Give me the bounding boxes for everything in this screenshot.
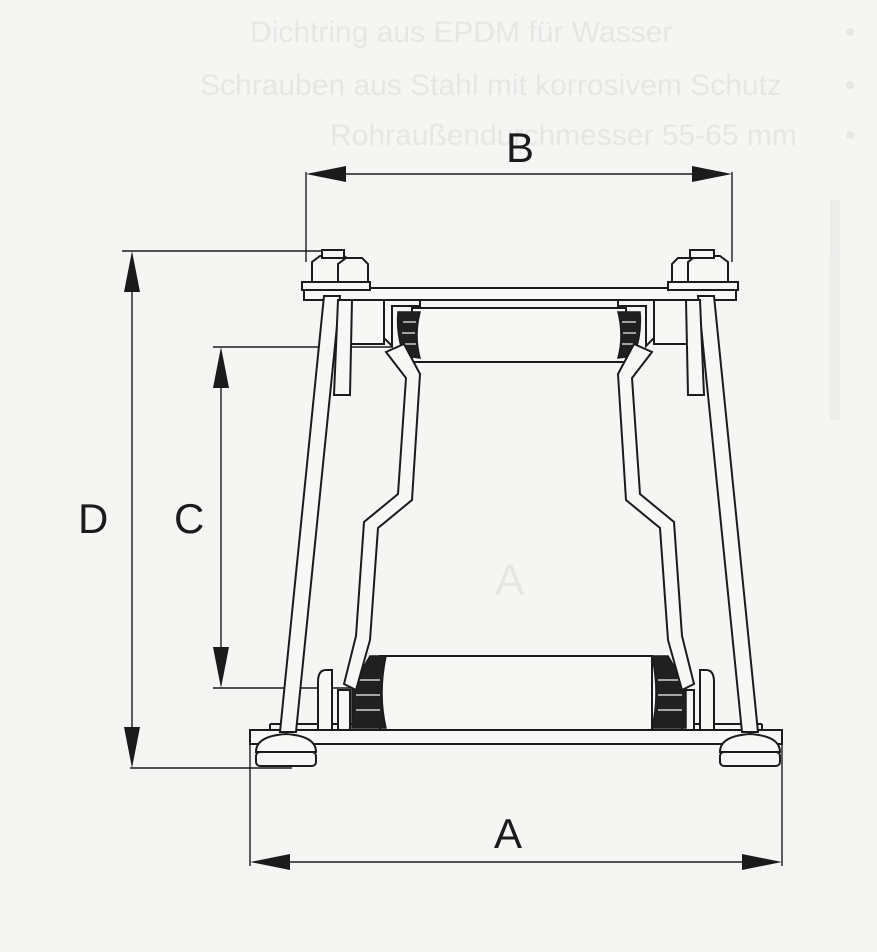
bolt-left-shaft [278, 295, 342, 733]
dim-b-label: B [506, 124, 534, 171]
bolt-head-bottom-left [254, 732, 318, 767]
dim-c-arrow-bottom [213, 647, 229, 688]
bottom-flange [249, 669, 783, 745]
dim-a-arrow-left [250, 854, 290, 870]
ghost-bullet-2: • [845, 69, 856, 102]
dimension-a: A [249, 740, 783, 870]
dim-d-label: D [78, 495, 108, 542]
bottom-flange-plate [249, 729, 783, 745]
bolt-left-guide [332, 299, 354, 396]
top-flange-collar-right [617, 299, 655, 349]
dim-d-arrow-top [124, 251, 140, 292]
dim-a-arrow-right [742, 854, 782, 870]
dim-d-arrow-bottom [124, 727, 140, 768]
bolt-right-guide [684, 299, 706, 396]
ghost-line-3: Rohraußendurchmesser 55-65 mm [330, 119, 797, 152]
dimension-b: B [305, 124, 733, 262]
dimension-d: D [78, 250, 338, 769]
body-wall-left [342, 342, 422, 692]
ghost-line-2: Schrauben aus Stahl mit korrosivem Schut… [200, 69, 782, 102]
bolt-head-bottom-right [718, 732, 782, 767]
body-wall-right [616, 342, 696, 692]
bottom-pipe [379, 655, 653, 731]
dim-b-arrow-right [692, 166, 732, 182]
tie-bolts [254, 249, 782, 767]
bolt-right-shaft [696, 295, 760, 733]
ghost-bullet-1: • [845, 16, 856, 49]
show-through-text: Dichtring aus EPDM für Wasser • Schraube… [200, 16, 856, 605]
dim-c-arrow-top [213, 347, 229, 388]
ghost-line-1: Dichtring aus EPDM für Wasser [250, 16, 672, 49]
dim-c-label: C [174, 495, 204, 542]
ghost-letter: A [495, 556, 525, 605]
top-flange-collar-left [383, 299, 421, 349]
nut-top-right [667, 249, 739, 291]
dimension-c: C [174, 346, 392, 689]
top-flange-plate [303, 287, 737, 301]
dim-a-label: A [494, 810, 522, 857]
bottom-rib-left-outer [317, 669, 333, 731]
bottom-rib-left-inner [337, 689, 351, 731]
top-pipe [411, 307, 627, 363]
coupling-body [342, 342, 696, 692]
pipes [379, 307, 653, 731]
ghost-bar [830, 200, 840, 420]
ghost-bullet-3: • [845, 119, 856, 152]
dim-b-arrow-left [306, 166, 346, 182]
bottom-rib-right-outer [699, 669, 715, 731]
nut-top-left [301, 249, 371, 291]
